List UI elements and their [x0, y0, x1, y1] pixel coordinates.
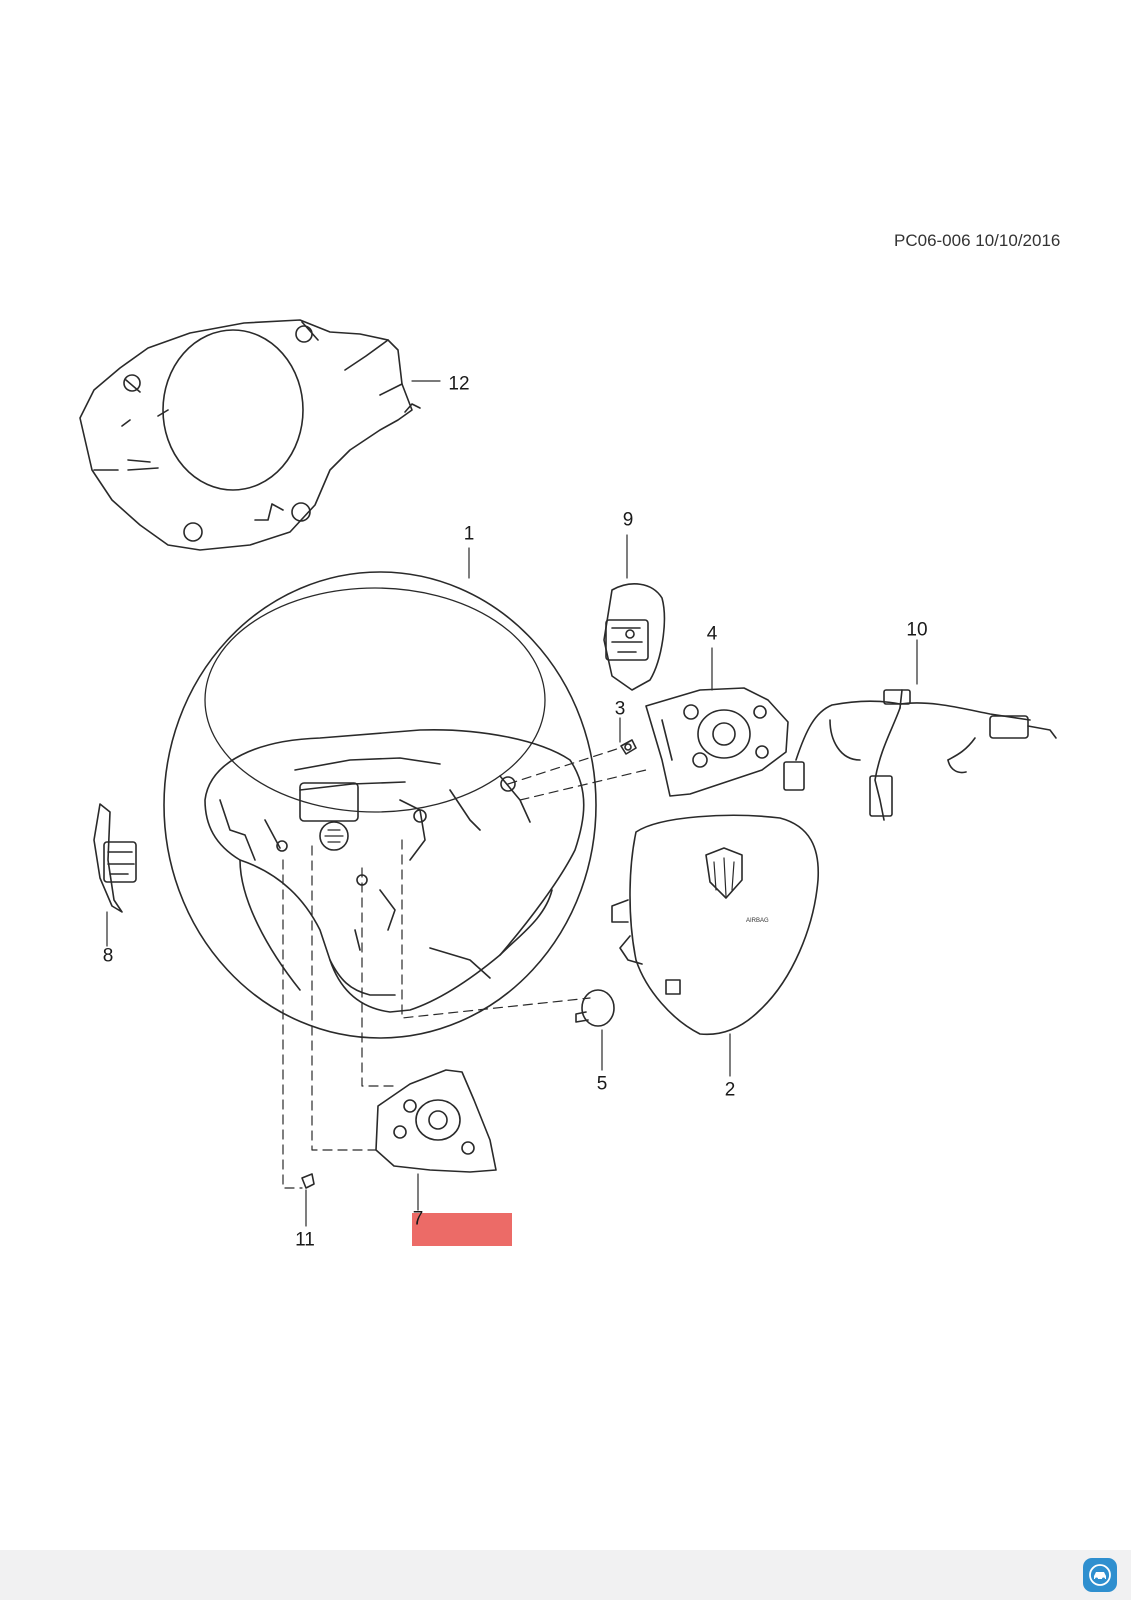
- callout-9: 9: [622, 509, 634, 531]
- steering-wheel-parts-diagram: AIRBAG: [79, 319, 1057, 1227]
- column-shroud-part: [79, 319, 421, 551]
- airbag-module-part: AIRBAG: [611, 814, 820, 1036]
- callout-2: 2: [724, 1079, 736, 1101]
- assembly-dashed-lines: [282, 747, 647, 1189]
- bottom-bar: [0, 1550, 1131, 1600]
- car-service-app-icon[interactable]: [1083, 1558, 1117, 1592]
- drawing-reference: PC06-006 10/10/2016: [894, 231, 1061, 250]
- callout-1: 1: [463, 523, 475, 545]
- callout-11: 11: [295, 1229, 315, 1251]
- paddle-shifter-upper-part: [603, 583, 666, 691]
- car-icon: [1089, 1564, 1111, 1586]
- callout-4: 4: [706, 623, 718, 645]
- callout-7: 7: [412, 1208, 424, 1230]
- clip-part: [301, 1173, 315, 1189]
- callout-8: 8: [102, 945, 114, 967]
- callout-10: 10: [906, 619, 928, 641]
- callout-12: 12: [448, 373, 470, 395]
- wiring-harness-part: [783, 689, 1057, 821]
- paddle-shifter-left-part: [93, 803, 137, 913]
- callout-3: 3: [614, 698, 626, 720]
- callout-highlight-box: [412, 1213, 512, 1246]
- steering-wheel-part: [163, 571, 597, 1039]
- leader-lines: [106, 380, 918, 1227]
- airbag-label: AIRBAG: [746, 918, 769, 924]
- callout-5: 5: [596, 1073, 608, 1095]
- right-switch-part: [645, 687, 789, 797]
- bolt-part: [575, 989, 615, 1027]
- left-switch-part: [375, 1069, 497, 1173]
- screw-part: [620, 739, 637, 755]
